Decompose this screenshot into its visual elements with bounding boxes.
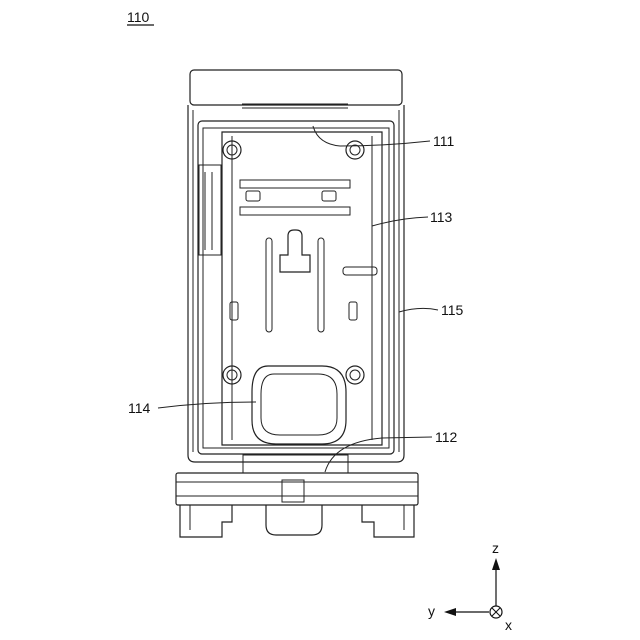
axis-z-label: z (492, 540, 499, 556)
figure-number: 110 (127, 9, 150, 25)
screw-hole-tr (346, 141, 364, 159)
label-113: 113 (430, 209, 453, 225)
leader-115 (399, 308, 438, 312)
foot-center (266, 505, 322, 535)
foot-left (180, 505, 232, 537)
axis-x-label: x (505, 617, 512, 633)
leader-114 (158, 402, 256, 408)
label-114: 114 (128, 400, 151, 416)
label-115: 115 (441, 302, 464, 318)
label-112: 112 (435, 429, 458, 445)
z-arrow-icon (492, 558, 500, 570)
bottom-base (176, 473, 418, 505)
leader-113 (372, 217, 428, 226)
label-111: 111 (433, 133, 454, 149)
axis-y-label: y (428, 603, 435, 619)
y-arrow-icon (444, 608, 456, 616)
axis-indicator: z y x (428, 540, 512, 633)
center-hook (280, 230, 310, 272)
screw-hole-br (346, 366, 364, 384)
top-cap (190, 70, 402, 105)
opening-114 (252, 366, 346, 444)
foot-right (362, 505, 414, 537)
inner-frame (198, 121, 394, 454)
back-plate-113 (222, 132, 382, 445)
device-body (176, 70, 418, 537)
